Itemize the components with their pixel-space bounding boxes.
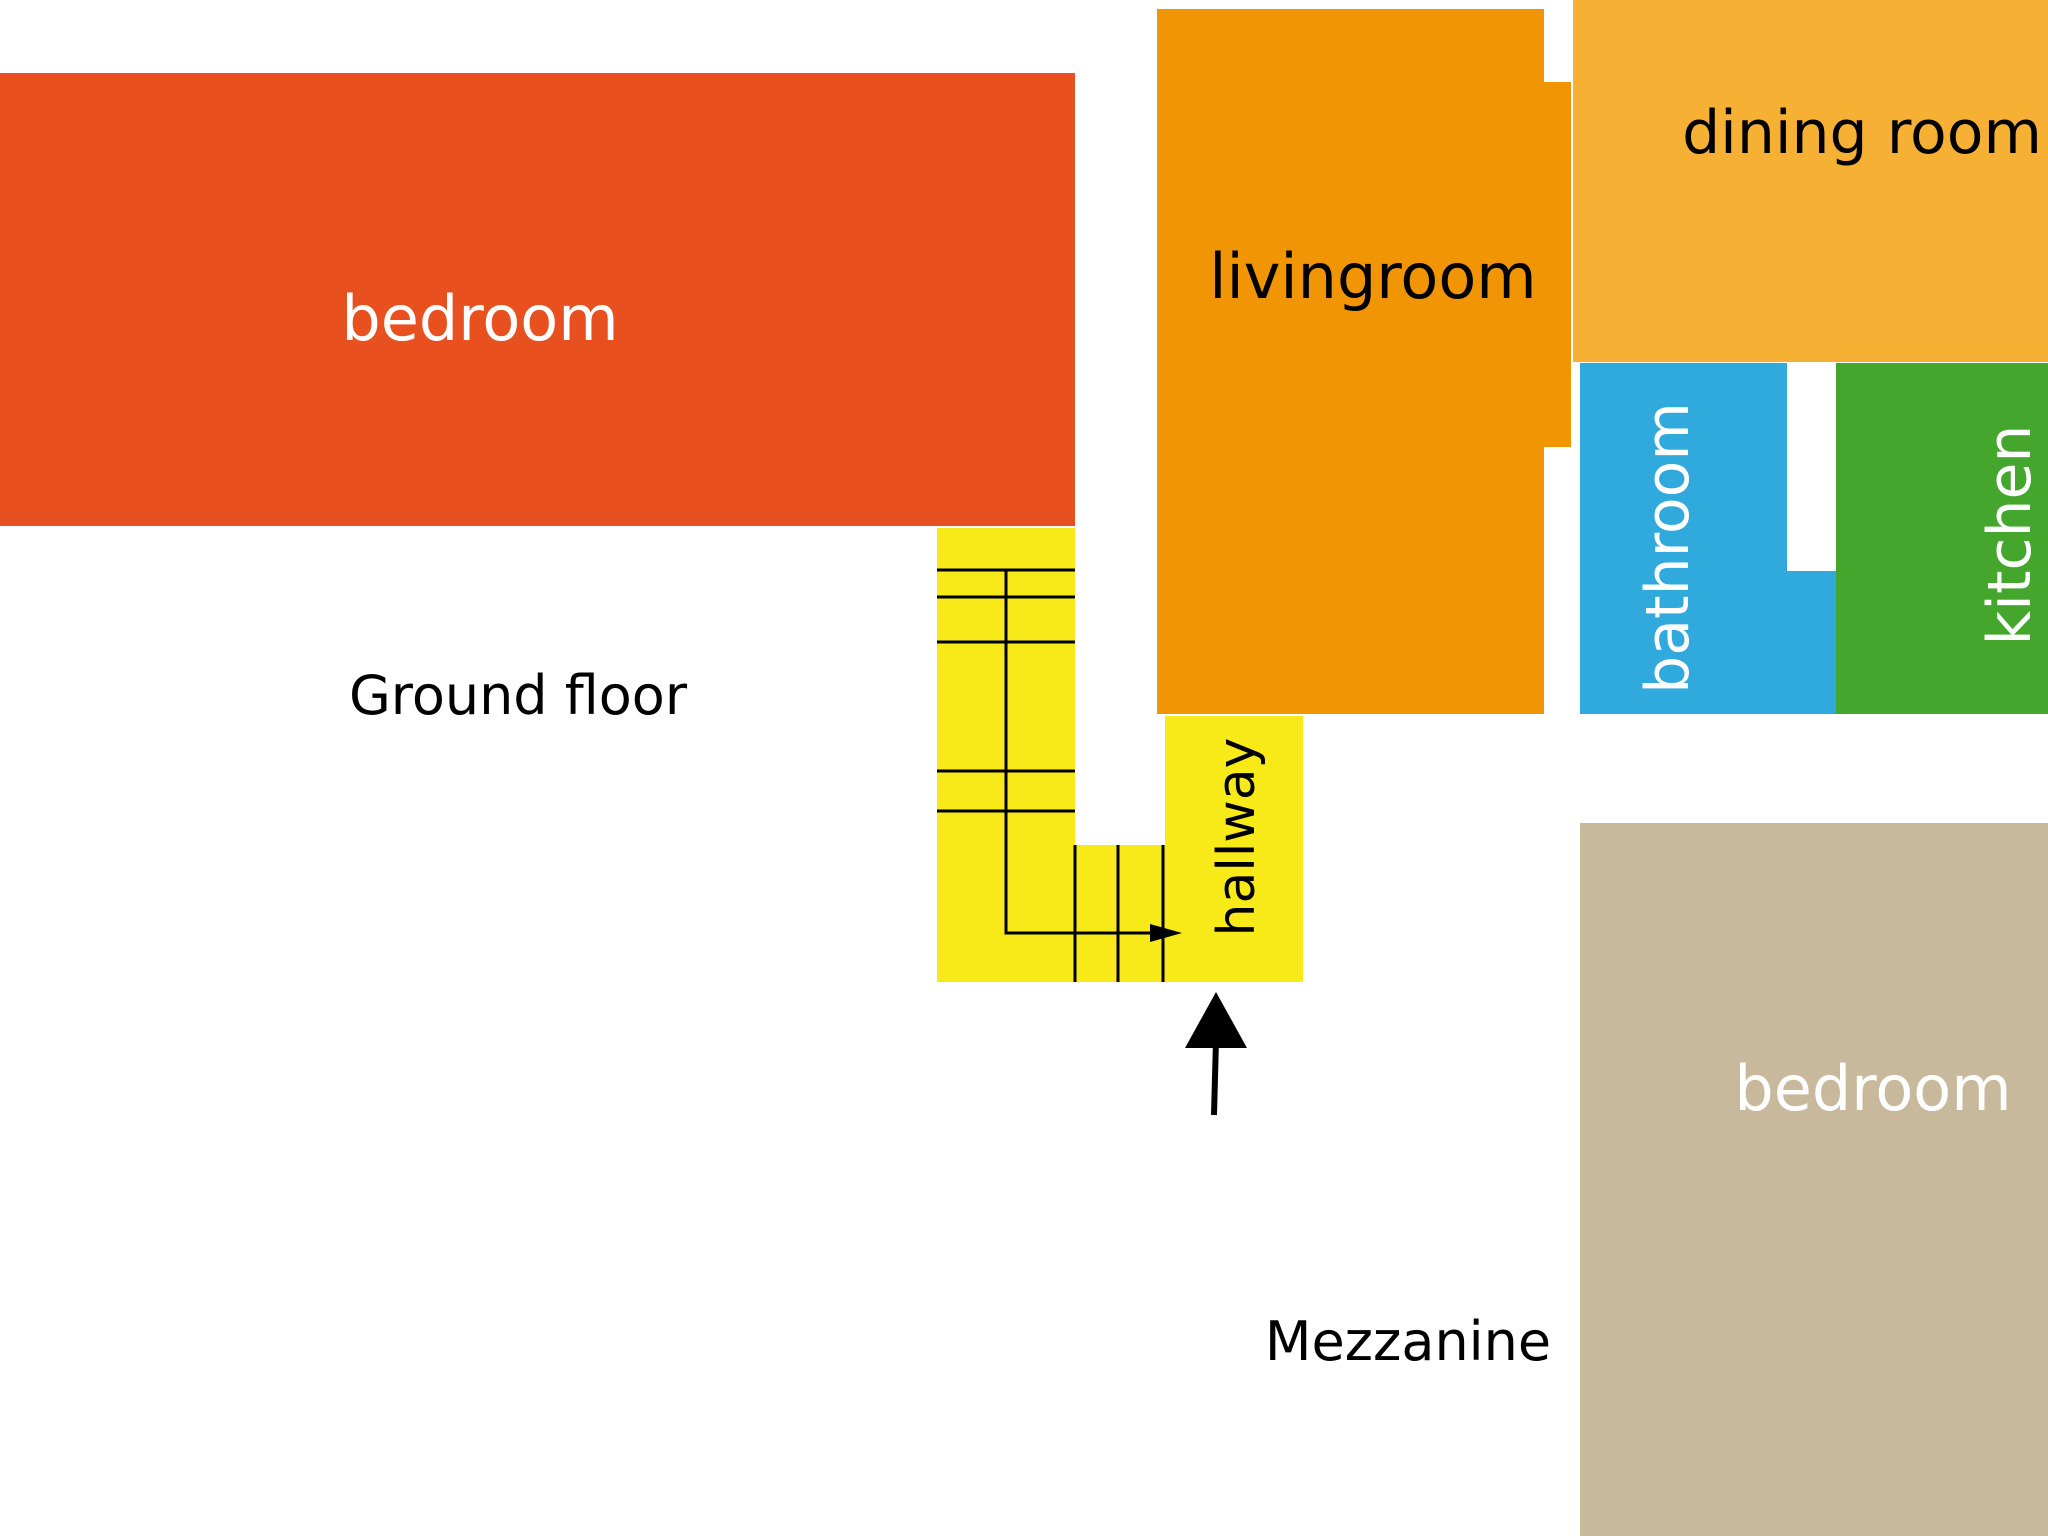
- bedroom-ground-block: [0, 73, 1075, 526]
- bedroom-mezzanine-label: bedroom: [1734, 1052, 2011, 1125]
- bedroom-mezzanine-block: [1580, 823, 2048, 1536]
- dining-room-block: [1573, 0, 2048, 362]
- hallway-label: hallway: [1207, 738, 1267, 937]
- kitchen-label: kitchen: [1975, 425, 2045, 646]
- bathroom-block: [1580, 363, 1836, 714]
- dining-room-label: dining room: [1682, 98, 2042, 168]
- ground-floor-label: Ground floor: [349, 664, 688, 727]
- stairs-icon: [937, 568, 1182, 982]
- entrance-arrow-icon: [1185, 992, 1247, 1116]
- livingroom-label: livingroom: [1209, 240, 1536, 313]
- mezzanine-label: Mezzanine: [1265, 1310, 1551, 1373]
- bathroom-label: bathroom: [1633, 402, 1703, 694]
- bedroom-ground-label: bedroom: [341, 282, 618, 355]
- kitchen-block: [1836, 363, 2048, 714]
- livingroom-block: [1157, 9, 1571, 714]
